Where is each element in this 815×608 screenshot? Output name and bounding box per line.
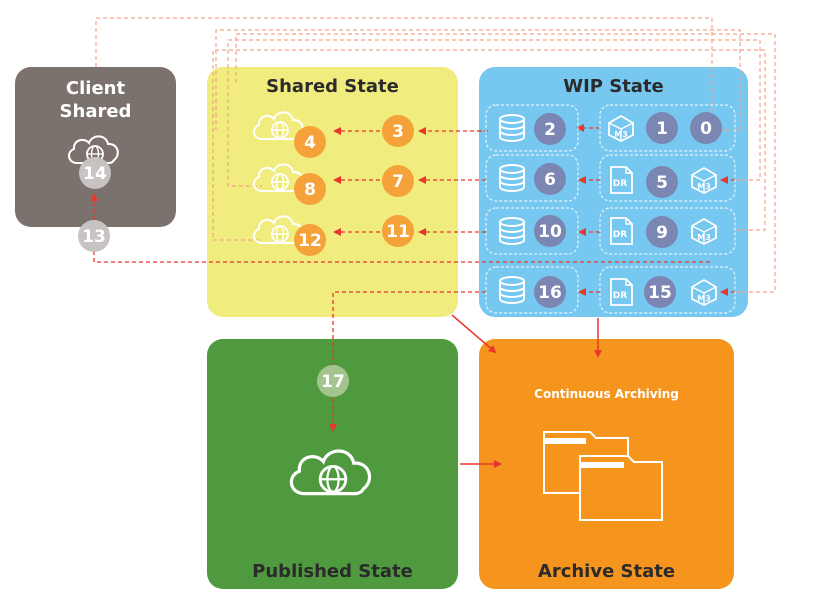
wip-groupings	[485, 104, 736, 314]
database-icon	[499, 114, 525, 142]
step-1: 1	[646, 112, 678, 144]
arrow-13-to-client	[90, 193, 710, 263]
client-shared-title-line2: Shared	[59, 101, 132, 122]
database-icon	[499, 164, 525, 192]
svg-text:M3: M3	[697, 294, 711, 303]
dr-document-icon: DR	[610, 217, 633, 245]
connector-15-return	[235, 33, 776, 293]
step-2: 2	[534, 113, 566, 145]
step-arrows	[90, 124, 735, 432]
step-3: 3	[382, 115, 414, 147]
step-10: 10	[534, 215, 566, 247]
m3-model-icon: M3	[691, 218, 717, 245]
shared-state-panel: Shared State	[207, 67, 458, 317]
svg-text:17: 17	[321, 372, 345, 392]
arrow-shared-to-archive	[451, 314, 497, 354]
svg-text:14: 14	[83, 164, 107, 184]
svg-text:10: 10	[538, 222, 562, 242]
step-7: 7	[382, 165, 414, 197]
step-15: 15	[644, 276, 676, 308]
step-9: 9	[646, 216, 678, 248]
svg-text:6: 6	[544, 170, 556, 190]
svg-text:4: 4	[304, 133, 316, 153]
svg-text:DR: DR	[613, 291, 627, 301]
svg-text:2: 2	[544, 120, 556, 140]
wip-group-src-row1	[599, 104, 736, 152]
svg-text:16: 16	[538, 283, 562, 303]
svg-text:7: 7	[392, 172, 404, 192]
wip-group-db-row4	[485, 266, 579, 314]
step-5: 5	[646, 166, 678, 198]
client-shared-title: Client Shared	[15, 77, 176, 123]
svg-text:12: 12	[298, 231, 322, 251]
client-shared-title-line1: Client	[65, 78, 126, 99]
archive-arrows	[451, 314, 602, 468]
svg-text:M3: M3	[697, 233, 711, 242]
long-connector-lines	[95, 17, 776, 293]
step-4: 4	[294, 126, 326, 158]
step-12: 12	[294, 224, 326, 256]
svg-text:13: 13	[82, 227, 106, 247]
m3-model-icon: M3	[691, 279, 717, 306]
step-13: 13	[78, 220, 110, 252]
wip-group-src-row2	[599, 154, 736, 202]
svg-text:M3: M3	[697, 182, 711, 191]
svg-text:15: 15	[648, 283, 672, 303]
connector-0-to-client	[95, 17, 713, 130]
wip-group-db-row2	[485, 154, 579, 202]
dr-document-icon: DR	[610, 166, 633, 194]
svg-text:DR: DR	[613, 179, 627, 189]
continuous-archiving-label: Continuous Archiving	[534, 387, 679, 401]
archive-state-title: Archive State	[537, 561, 676, 582]
shared-state-title: Shared State	[266, 76, 399, 97]
svg-text:3: 3	[392, 122, 404, 142]
wip-group-db-row3	[485, 207, 579, 255]
svg-text:M3: M3	[614, 130, 628, 139]
wip-group-src-row3	[599, 207, 736, 255]
arrow-16-to-published	[329, 291, 486, 432]
svg-text:11: 11	[386, 222, 410, 242]
connector-9-return	[212, 49, 766, 241]
svg-text:1: 1	[656, 119, 668, 139]
svg-text:9: 9	[656, 223, 668, 243]
svg-text:DR: DR	[613, 230, 627, 240]
cloud-globe-icon	[252, 111, 304, 140]
wip-state-title: WIP State	[563, 76, 664, 97]
wip-group-db-row1	[485, 104, 579, 152]
step-0: 0	[690, 112, 722, 144]
svg-text:8: 8	[304, 180, 316, 200]
connector-5-return	[227, 39, 761, 187]
step-6: 6	[534, 163, 566, 195]
database-icon	[499, 217, 525, 245]
m3-model-icon: M3	[691, 167, 717, 194]
svg-text:5: 5	[656, 173, 668, 193]
step-17: 17	[317, 365, 349, 397]
dr-document-icon: DR	[610, 278, 633, 306]
connector-top-return	[215, 29, 741, 131]
published-state-title: Published State	[252, 561, 413, 582]
step-11: 11	[382, 215, 414, 247]
database-icon	[499, 276, 525, 304]
step-8: 8	[294, 173, 326, 205]
step-14: 14	[79, 157, 111, 189]
wip-group-src-row4	[599, 266, 736, 314]
svg-text:0: 0	[700, 119, 712, 139]
m3-model-icon: M3	[608, 115, 634, 142]
step-16: 16	[534, 276, 566, 308]
published-cloud-globe-icon	[289, 449, 372, 496]
folder-icon	[579, 455, 663, 521]
